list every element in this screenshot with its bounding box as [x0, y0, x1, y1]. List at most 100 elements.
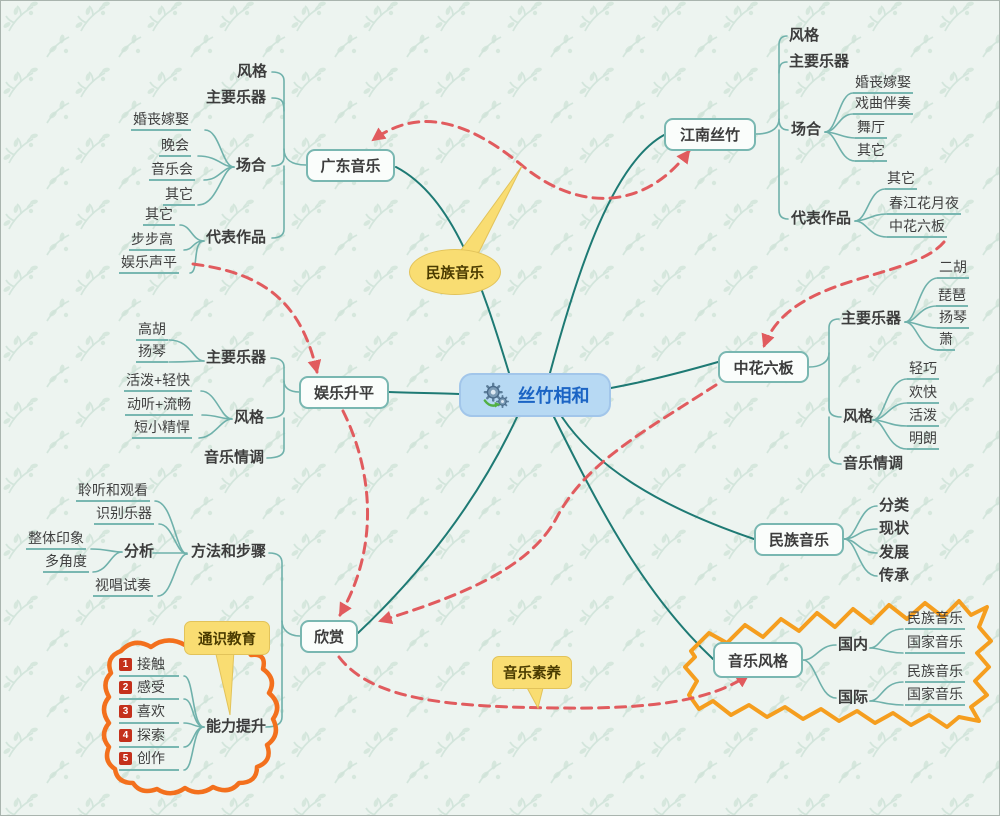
label-zh-mood[interactable]: 音乐情调: [843, 455, 904, 472]
leaf-zh-instrument-2[interactable]: 扬琴: [937, 309, 969, 329]
leaf-gd-works-2[interactable]: 娱乐声平: [119, 254, 179, 274]
leaf-zh-instrument-0[interactable]: 二胡: [937, 259, 969, 279]
label-mz-1[interactable]: 现状: [879, 520, 910, 537]
rel-xinshang-fengge: [337, 655, 750, 710]
topic-zhonghualiuban[interactable]: 中花六板: [718, 351, 809, 383]
label-gd-works[interactable]: 代表作品: [206, 229, 267, 246]
leaf-yl-style-1[interactable]: 动听+流畅: [125, 396, 194, 416]
number-badge-1: 1: [119, 658, 132, 671]
label-fg-international[interactable]: 国际: [838, 689, 869, 706]
rel-zhonghua-xinshang: [378, 383, 718, 625]
ability-item-label: 接触: [137, 656, 165, 672]
leaf-gd-occasion-3[interactable]: 其它: [163, 186, 195, 206]
topic-minzu[interactable]: 民族音乐: [754, 523, 844, 556]
topic-jiangnan-title: 江南丝竹: [679, 127, 740, 144]
leaf-yl-style-2[interactable]: 短小精悍: [132, 419, 192, 439]
label-mz-3[interactable]: 传承: [879, 567, 910, 584]
label-yl-style[interactable]: 风格: [234, 409, 265, 426]
leaf-gd-works-1[interactable]: 步步高: [129, 231, 175, 251]
label-xs-methods[interactable]: 方法和步骤: [191, 543, 267, 560]
leaf-zh-style-3[interactable]: 明朗: [907, 430, 939, 450]
topic-guangdong[interactable]: 广东音乐: [306, 149, 395, 182]
leaf-zh-instrument-3[interactable]: 萧: [937, 331, 955, 351]
leaf-gd-occasion-0[interactable]: 婚丧嫁娶: [131, 111, 191, 131]
leaf-jn-occasion-0[interactable]: 婚丧嫁娶: [853, 74, 913, 94]
number-badge-2: 2: [119, 681, 132, 694]
leaf-fg-international-1[interactable]: 国家音乐: [905, 686, 965, 706]
label-jn-instruments[interactable]: 主要乐器: [789, 53, 850, 70]
label-yl-instruments[interactable]: 主要乐器: [206, 349, 267, 366]
topic-yuleshengping[interactable]: 娱乐升平: [299, 376, 389, 409]
leaf-yl-style-0[interactable]: 活泼+轻快: [124, 372, 193, 392]
leaf-fg-domestic-0[interactable]: 民族音乐: [905, 610, 965, 630]
rel-yuleshengping-xinshang: [338, 409, 370, 617]
leaf-zh-style-1[interactable]: 欢快: [907, 384, 939, 404]
label-zh-style[interactable]: 风格: [843, 408, 874, 425]
list-item-ability-5[interactable]: 5 创作: [119, 750, 179, 771]
leaf-jn-works-1[interactable]: 春江花月夜: [887, 195, 961, 215]
label-fg-domestic[interactable]: 国内: [838, 636, 869, 653]
label-mz-0[interactable]: 分类: [879, 497, 910, 514]
leaf-zh-style-2[interactable]: 活泼: [907, 407, 939, 427]
leaf-fg-domestic-1[interactable]: 国家音乐: [905, 634, 965, 654]
label-xs-ability[interactable]: 能力提升: [206, 718, 267, 735]
label-gd-occasion[interactable]: 场合: [236, 157, 267, 174]
edge-center-zhonghualiuban: [610, 361, 719, 389]
leaf-jn-occasion-2[interactable]: 舞厅: [855, 119, 887, 139]
leaf-jn-occasion-1[interactable]: 戏曲伴奏: [853, 95, 913, 115]
label-mz-2[interactable]: 发展: [879, 544, 910, 561]
leaf-zh-instrument-1[interactable]: 琵琶: [936, 287, 968, 307]
topic-jiangnan[interactable]: 江南丝竹: [664, 118, 756, 151]
ability-item-label: 喜欢: [137, 703, 165, 719]
topic-fengge-title: 音乐风格: [727, 652, 788, 670]
leaf-jn-works-0[interactable]: 其它: [885, 170, 917, 190]
ability-item-label: 探索: [137, 727, 165, 743]
leaf-gd-occasion-1[interactable]: 晚会: [159, 137, 191, 157]
label-jn-works[interactable]: 代表作品: [791, 210, 852, 227]
topic-fengge[interactable]: 音乐风格: [713, 642, 803, 678]
topic-xinshang[interactable]: 欣赏: [300, 620, 358, 653]
list-item-ability-1[interactable]: 1 接触: [119, 656, 179, 677]
list-item-ability-4[interactable]: 4 探索: [119, 727, 179, 748]
central-topic-title: 丝竹相和: [517, 386, 590, 406]
topic-zhonghualiuban-title: 中花六板: [733, 359, 794, 377]
leaf-yl-instrument-0[interactable]: 高胡: [136, 321, 168, 341]
leaf-fg-international-0[interactable]: 民族音乐: [905, 663, 965, 683]
central-topic[interactable]: 丝竹相和: [459, 373, 611, 417]
leaf-xs-analysis-1[interactable]: 多角度: [43, 553, 89, 573]
label-zh-instruments[interactable]: 主要乐器: [841, 310, 902, 327]
list-item-ability-3[interactable]: 3 喜欢: [119, 703, 179, 724]
leaf-xs-analysis-0[interactable]: 整体印象: [26, 530, 86, 550]
list-item-ability-2[interactable]: 2 感受: [119, 679, 179, 700]
callout-tongshi-jiaoyu[interactable]: 通识教育: [184, 621, 270, 655]
callout-minzu-yinyue[interactable]: 民族音乐: [409, 249, 501, 295]
topic-yuleshengping-title: 娱乐升平: [313, 385, 374, 402]
label-yl-mood[interactable]: 音乐情调: [204, 449, 265, 466]
leaf-jn-occasion-3[interactable]: 其它: [855, 142, 887, 162]
leaf-zh-style-0[interactable]: 轻巧: [907, 360, 939, 380]
leaf-gd-works-0[interactable]: 其它: [143, 206, 175, 226]
leaf-gd-occasion-2[interactable]: 音乐会: [149, 161, 195, 181]
rel-jiangnan-guangdong: [371, 120, 691, 200]
rel-zhonghua-leaf-to-node: [761, 240, 946, 348]
leaf-xs-method-2[interactable]: 视唱试奏: [93, 577, 153, 597]
gears-icon: [481, 382, 511, 408]
leaf-xs-method-0[interactable]: 聆听和观看: [76, 482, 150, 502]
label-jn-occasion[interactable]: 场合: [791, 121, 822, 138]
label-gd-style[interactable]: 风格: [237, 63, 268, 80]
label-gd-instruments[interactable]: 主要乐器: [206, 89, 267, 106]
rel-yuleshengping-leaf-to-node: [191, 262, 322, 375]
topic-guangdong-title: 广东音乐: [320, 158, 381, 175]
topic-xinshang-title: 欣赏: [313, 629, 344, 646]
edge-center-yuleshengping: [388, 391, 460, 395]
leaf-jn-works-2[interactable]: 中花六板: [887, 218, 947, 238]
number-badge-4: 4: [119, 729, 132, 742]
leaf-yl-instrument-1[interactable]: 扬琴: [136, 343, 168, 363]
boundary-fengge-group: [683, 599, 993, 729]
label-jn-style[interactable]: 风格: [789, 27, 820, 44]
label-xs-analysis[interactable]: 分析: [124, 543, 155, 560]
leaf-xs-method-1[interactable]: 识别乐器: [94, 505, 154, 525]
callout-yinyue-suyang[interactable]: 音乐素养: [492, 656, 572, 689]
ability-item-label: 创作: [137, 750, 165, 766]
